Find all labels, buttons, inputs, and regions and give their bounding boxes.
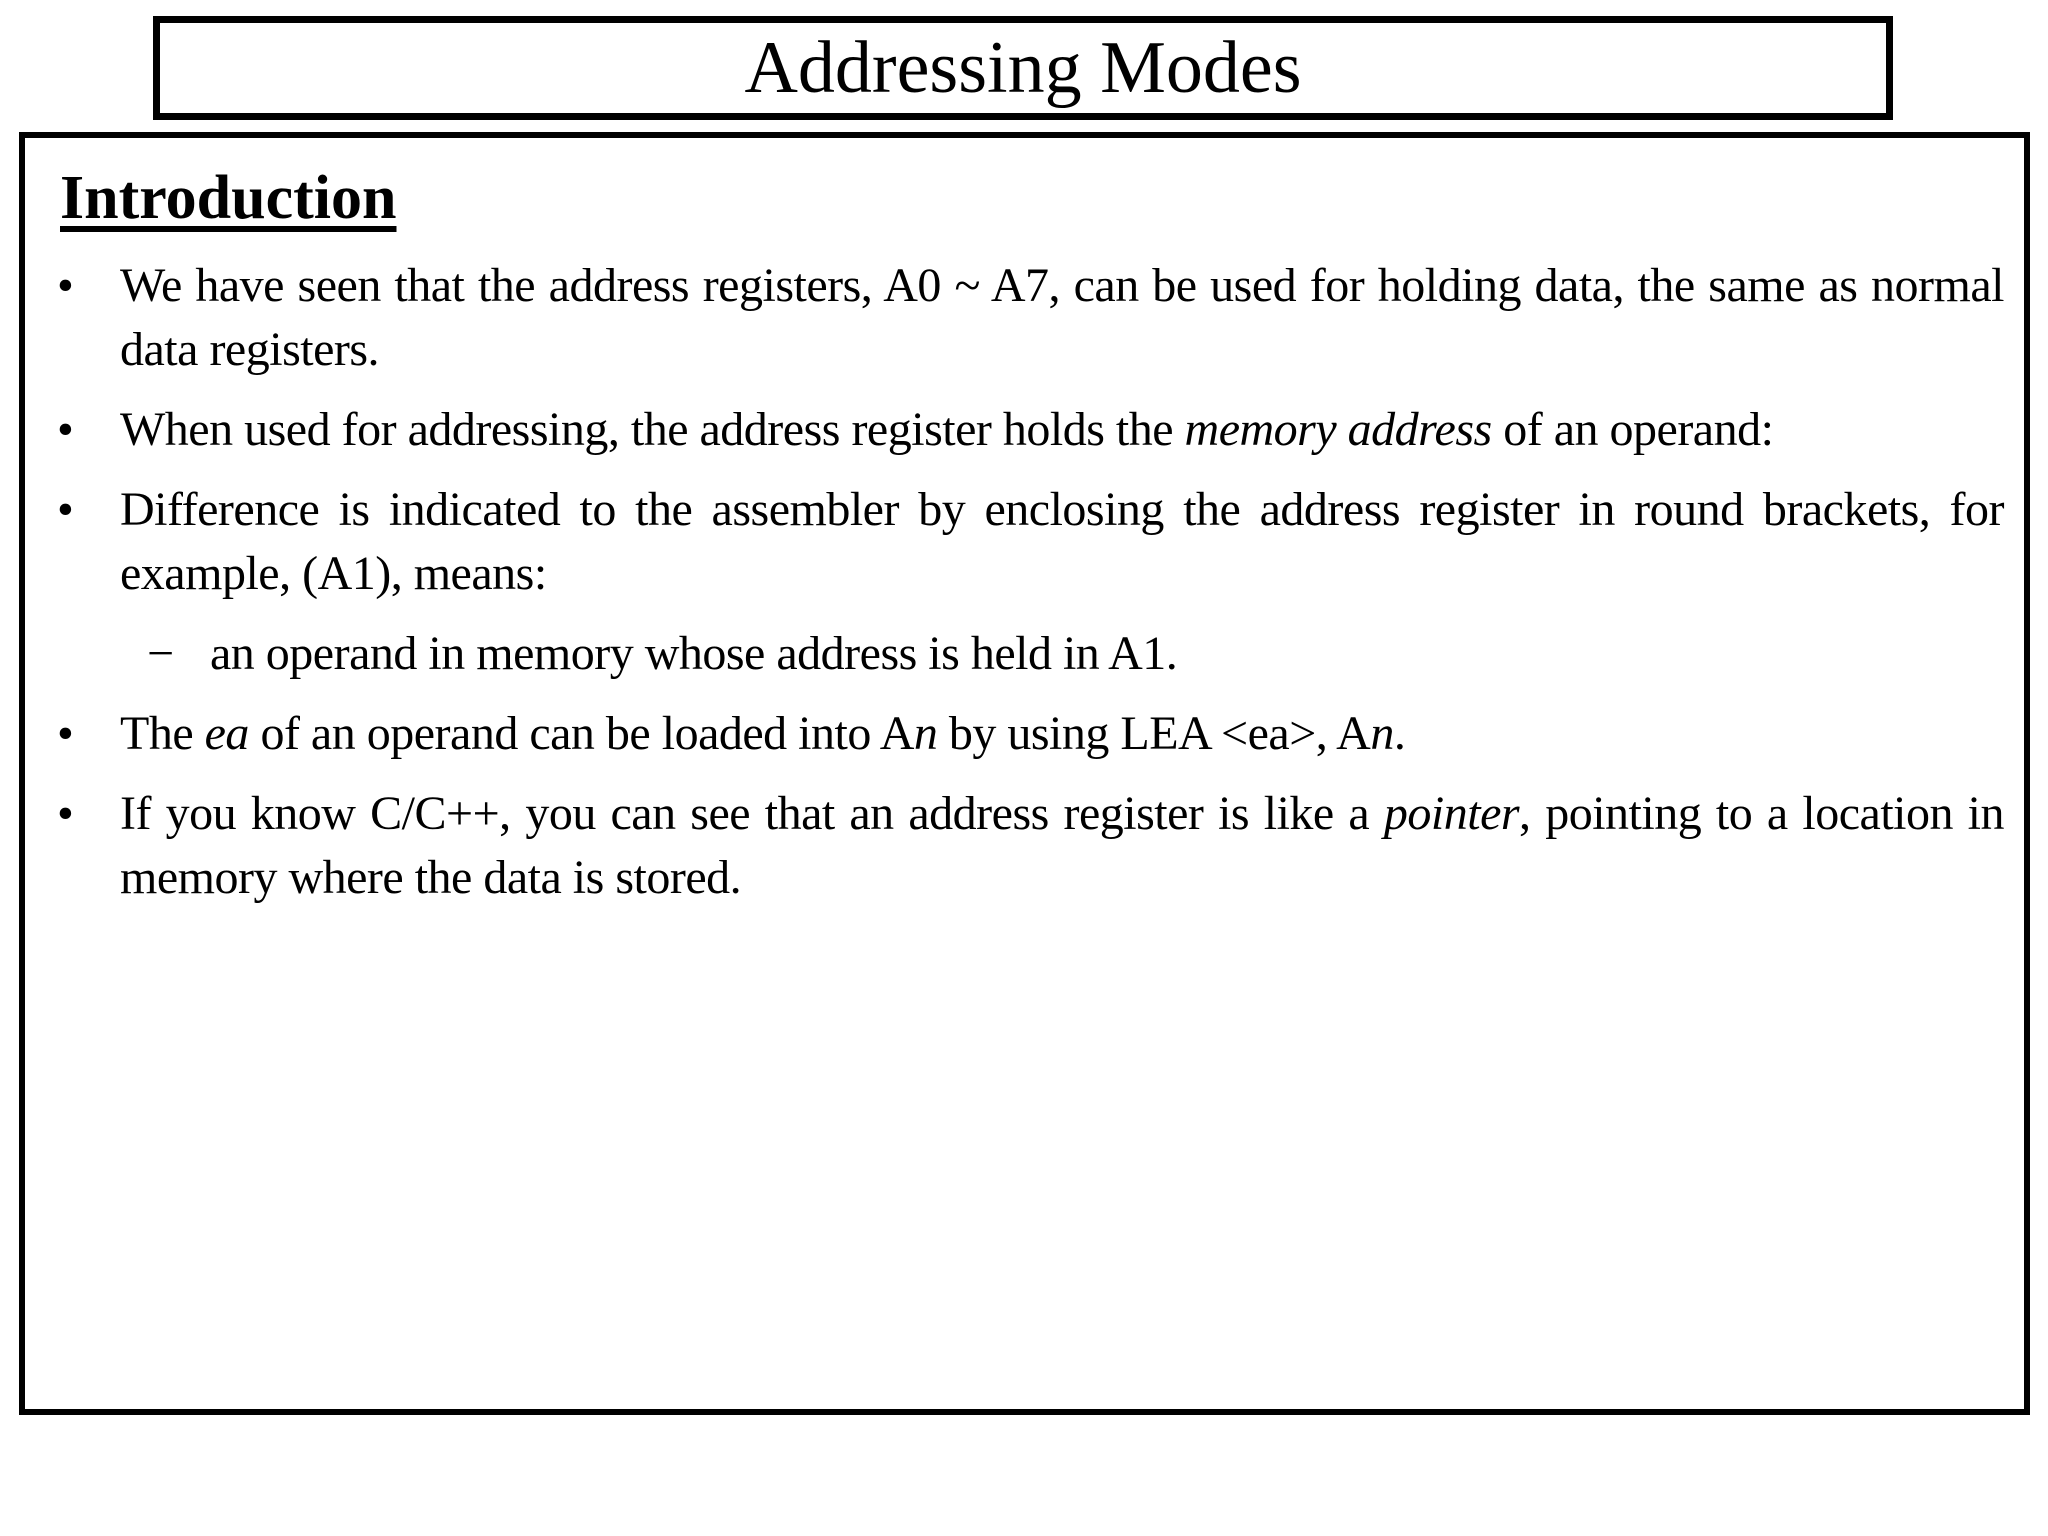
bullet-list: • We have seen that the address registers… — [25, 254, 2024, 910]
bullet-text-italic-segment: pointer — [1383, 787, 1520, 841]
bullet-text: an operand in memory whose address is he… — [210, 627, 1178, 681]
bullet-item: • When used for addressing, the address r… — [25, 398, 2024, 462]
bullet-item: • Difference is indicated to the assemble… — [25, 478, 2024, 606]
bullet-text-segment: If you know C/C++, you can see that an a… — [120, 787, 1384, 841]
section-heading: Introduction — [60, 164, 397, 232]
bullet-text: Difference is indicated to the assembler… — [120, 483, 2005, 601]
bullet-marker: • — [57, 403, 74, 457]
sub-bullet-item: −an operand in memory whose address is h… — [25, 622, 2024, 686]
bullet-text-segment: When used for addressing, the address re… — [120, 403, 1185, 457]
bullet-text-segment: We have seen that the address registers,… — [120, 259, 2005, 377]
bullet-text-italic-segment: memory address — [1184, 403, 1493, 457]
bullet-text-segment: an operand in memory whose address is he… — [210, 627, 1178, 681]
bullet-text-segment: of an operand: — [1491, 403, 1774, 457]
bullet-text-segment: . — [1393, 707, 1406, 761]
bullet-marker: • — [57, 259, 74, 313]
bullet-text: When used for addressing, the address re… — [120, 403, 1774, 457]
bullet-item: • We have seen that the address registers… — [25, 254, 2024, 382]
slide-title-box: Addressing Modes — [153, 16, 1893, 120]
bullet-text: The ea of an operand can be loaded into … — [120, 707, 1406, 761]
bullet-marker: • — [57, 787, 74, 841]
dash-marker: − — [147, 627, 174, 681]
bullet-text-segment: by using LEA <ea>, A — [937, 707, 1371, 761]
content-box: Introduction • We have seen that the addr… — [19, 132, 2030, 1415]
bullet-text-segment: , pointing to a location in memory where… — [120, 787, 2005, 905]
slide-title: Addressing Modes — [744, 27, 1302, 109]
bullet-text-italic-segment: ea — [204, 707, 250, 761]
bullet-item: • The ea of an operand can be loaded into… — [25, 702, 2024, 766]
bullet-text-segment: The — [120, 707, 205, 761]
bullet-text: If you know C/C++, you can see that an a… — [120, 787, 2005, 905]
bullet-item: • If you know C/C++, you can see that an … — [25, 782, 2024, 910]
bullet-text-italic-segment: n — [913, 707, 938, 761]
bullet-text-segment: Difference is indicated to the assembler… — [120, 483, 2005, 601]
bullet-marker: • — [57, 483, 74, 537]
bullet-text: We have seen that the address registers,… — [120, 259, 2005, 377]
bullet-marker: • — [57, 707, 74, 761]
bullet-text-italic-segment: n — [1370, 707, 1394, 761]
bullet-text-segment: of an operand can be loaded into A — [248, 707, 914, 761]
